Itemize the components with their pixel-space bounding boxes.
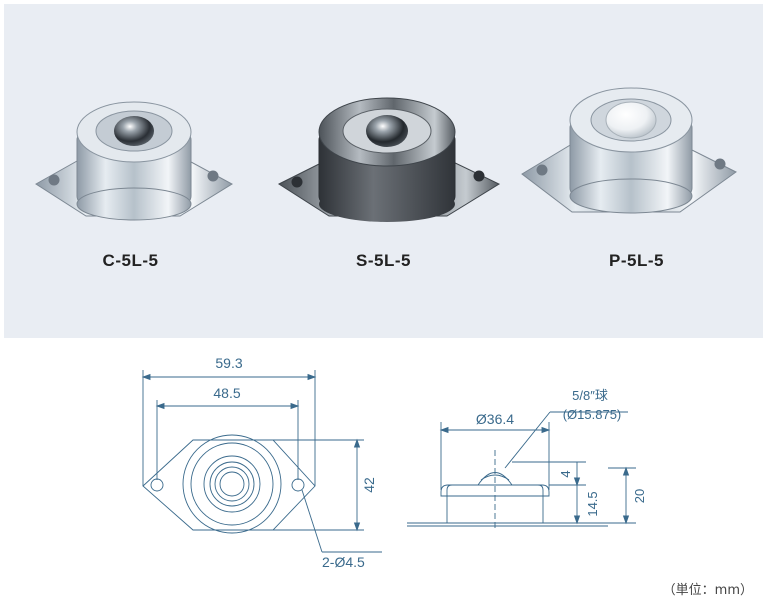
product-card-p-5l-5: P-5L-5 [510,4,763,338]
technical-drawing: 59.3 48.5 42 2-Ø4.5 Ø36.4 5/8″球 (Ø15.875… [141,355,647,570]
product-card-s-5l-5: S-5L-5 [257,4,510,338]
product-photo-panel: C-5L-5 [4,4,763,338]
ball-label: 5/8″球 [572,388,608,403]
dim-overall-width: 59.3 [215,355,242,371]
product-card-c-5l-5: C-5L-5 [4,4,257,338]
product-photo [277,97,501,222]
dim-height: 42 [361,477,377,493]
product-label: S-5L-5 [356,251,411,270]
ball-diameter: (Ø15.875) [563,407,622,422]
units-note: （単位：mm） [662,583,753,598]
dim-body-diameter: Ø36.4 [476,411,514,427]
product-photo [521,87,737,214]
dim-body-height: 14.5 [585,491,600,516]
side-view [407,411,636,530]
dim-ball-protrusion: 4 [558,470,573,477]
product-label: C-5L-5 [102,251,159,270]
dim-hole-pitch: 48.5 [213,385,240,401]
dim-total-height: 20 [632,489,647,503]
product-photo [35,101,234,221]
dimension-drawing: 59.3 48.5 42 2-Ø4.5 Ø36.4 5/8″球 (Ø15.875… [0,340,767,604]
dim-holes: 2-Ø4.5 [322,554,365,570]
product-label: P-5L-5 [609,251,664,270]
top-view [141,370,382,553]
